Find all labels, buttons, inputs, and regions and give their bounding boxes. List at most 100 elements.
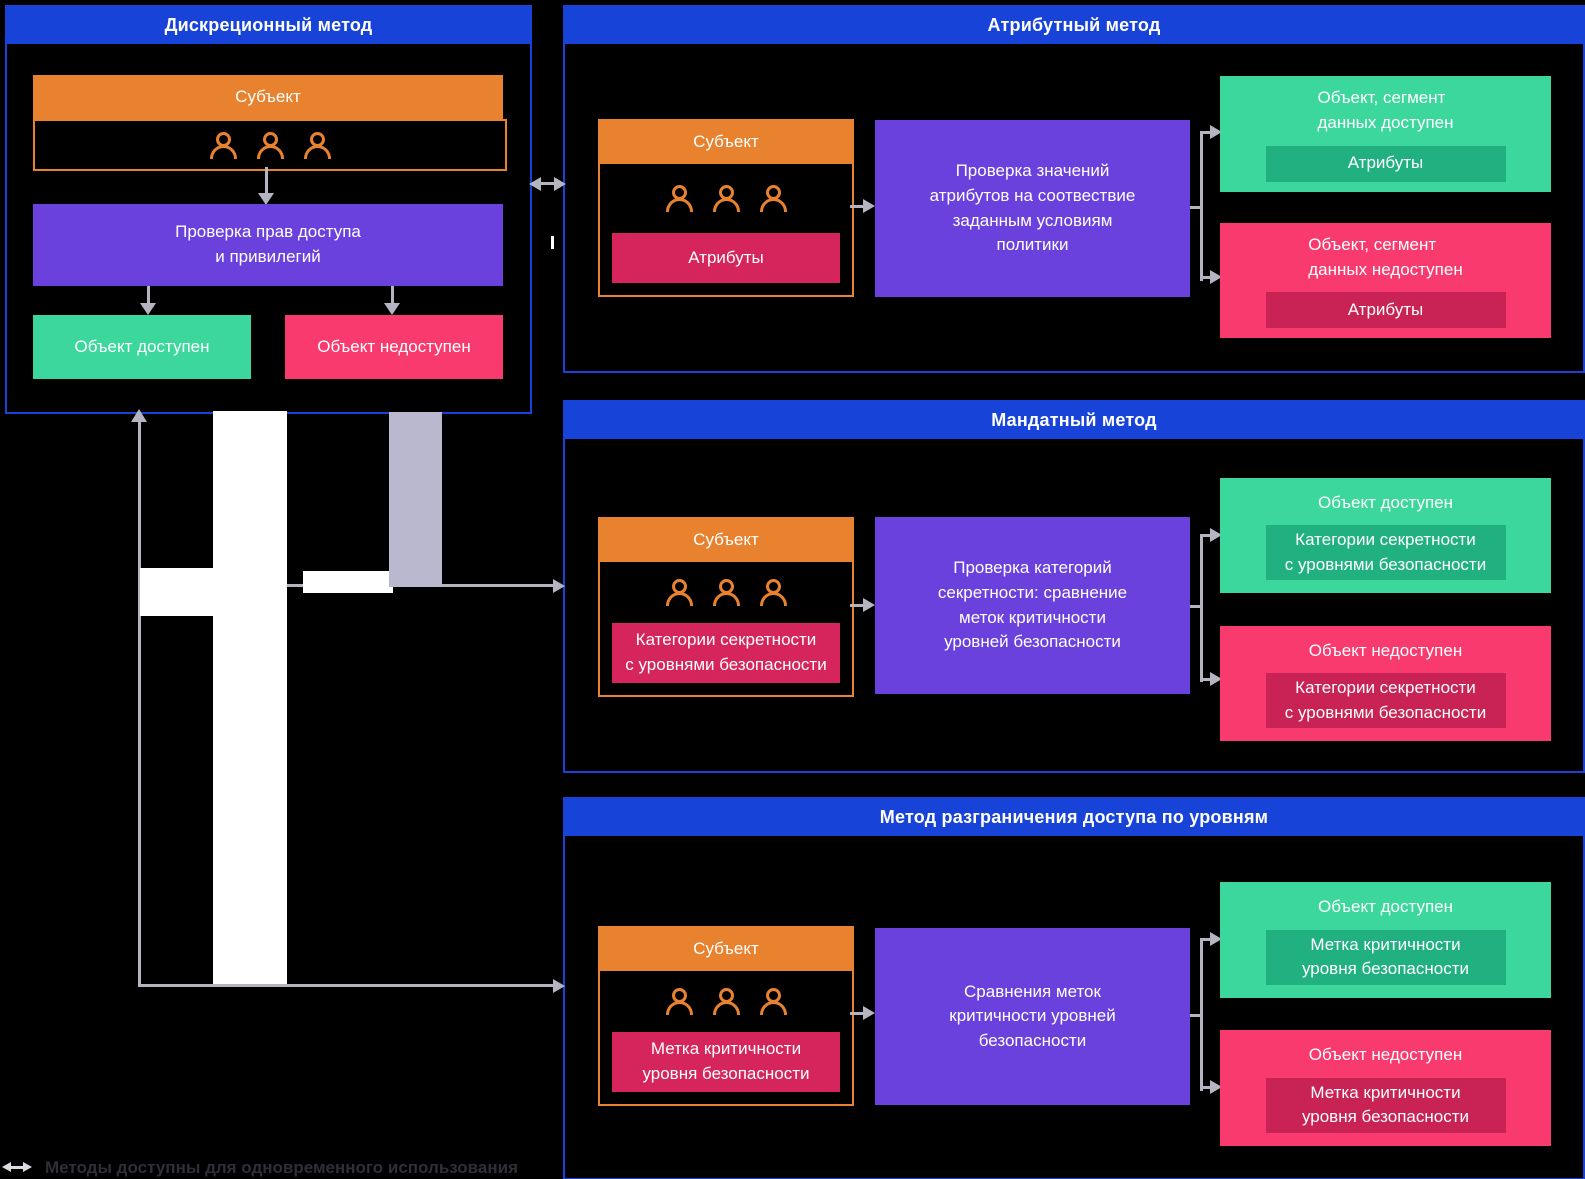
branch-vertical-line <box>1200 938 1203 1091</box>
lavender-connector-bar <box>389 412 442 587</box>
white-tick <box>551 236 554 249</box>
branch-stub-line <box>1190 605 1203 608</box>
legend-label: Методы доступны для одновременного испол… <box>45 1158 519 1177</box>
branch-stub-line <box>1190 1014 1203 1017</box>
attribute-granted-box: Объект, сегмент данных доступен Атрибуты <box>1220 76 1551 192</box>
mandatory-subject-tag: Категории секретности с уровнями безопас… <box>612 623 840 683</box>
mandatory-denied-tag: Категории секретности с уровнями безопас… <box>1265 673 1506 729</box>
branch-arrow-top <box>1200 131 1212 134</box>
right-arrow-head-icon <box>1210 932 1222 946</box>
mandatory-subject-box: Субъект Категории секретности с уровнями… <box>598 517 854 697</box>
levels-subject-icons <box>600 971 852 1032</box>
right-arrow-head-icon <box>554 177 566 191</box>
down-arrow-head-icon <box>258 193 274 205</box>
levels-granted-tag: Метка критичности уровня безопасности <box>1265 929 1506 985</box>
bottom-connector-line <box>138 984 554 987</box>
branch-arrow-top <box>1200 534 1212 537</box>
down-arrow-head-icon <box>140 303 156 315</box>
attribute-denied-box: Объект, сегмент данных недоступен Атрибу… <box>1220 223 1551 338</box>
panel-mandatory-title: Мандатный метод <box>991 410 1157 430</box>
mandatory-subject-title: Субъект <box>693 530 759 550</box>
mandatory-granted-title: Объект доступен <box>1317 492 1453 512</box>
attribute-subject-header: Субъект <box>600 121 852 164</box>
right-arrow <box>850 604 866 607</box>
discretionary-denied-title: Объект недоступен <box>317 336 471 356</box>
up-arrow-head-icon <box>131 409 147 422</box>
white-connector-band <box>140 568 213 616</box>
branch-arrow-bottom <box>1200 678 1212 681</box>
attribute-subject-tag: Атрибуты <box>612 233 840 283</box>
person-icon <box>711 579 741 606</box>
person-icon <box>758 185 788 212</box>
attribute-granted-tag-text: Атрибуты <box>1347 153 1424 173</box>
panel-discretionary-header: Дискреционный метод <box>7 7 530 44</box>
panel-mandatory-header: Мандатный метод <box>565 402 1583 439</box>
levels-denied-tag-text: Метка критичности уровня безопасности <box>1301 1082 1470 1127</box>
branch-arrow-bottom <box>1200 276 1212 279</box>
levels-process-text: Сравнения меток критичности уровней безо… <box>949 981 1116 1050</box>
legend-arrow-left-icon <box>2 1162 11 1172</box>
levels-granted-title: Объект доступен <box>1317 897 1453 917</box>
panel-mandatory: Мандатный метод Субъект Категории секрет… <box>563 400 1585 773</box>
discretionary-process-text: Проверка прав доступа и привилегий <box>175 222 361 266</box>
white-connector-bar <box>213 411 287 984</box>
right-arrow-head-icon <box>863 1006 875 1020</box>
person-icon <box>664 988 694 1015</box>
panel-levels-header: Метод разграничения доступа по уровням <box>565 799 1583 836</box>
right-arrow-head-icon <box>1210 1080 1222 1094</box>
mandatory-denied-box: Объект недоступен Категории секретности … <box>1220 626 1551 741</box>
down-arrow <box>391 286 394 304</box>
panel-attribute: Атрибутный метод Субъект Атрибуты Провер… <box>563 5 1585 373</box>
mandatory-process-box: Проверка категорий секретности: сравнени… <box>875 517 1190 694</box>
panel-discretionary: Дискреционный метод Субъект Проверка пра… <box>5 5 532 414</box>
levels-subject-title: Субъект <box>693 939 759 959</box>
branch-vertical-line <box>1200 131 1203 281</box>
attribute-subject-title: Субъект <box>693 132 759 152</box>
discretionary-subject-body <box>33 119 507 171</box>
branch-arrow-top <box>1200 938 1212 941</box>
mandatory-denied-tag-text: Категории секретности с уровнями безопас… <box>1284 678 1487 722</box>
right-arrow-head-icon <box>553 979 565 993</box>
right-arrow-head-icon <box>1210 125 1222 139</box>
panel-levels-title: Метод разграничения доступа по уровням <box>879 807 1269 827</box>
panel-attribute-title: Атрибутный метод <box>987 15 1161 35</box>
legend-double-arrow-icon <box>9 1166 25 1169</box>
right-arrow <box>850 1012 866 1015</box>
right-arrow <box>850 205 866 208</box>
levels-denied-title: Объект недоступен <box>1308 1045 1463 1065</box>
person-icon <box>302 131 332 159</box>
attribute-process-box: Проверка значений атрибутов на соотвеств… <box>875 120 1190 297</box>
discretionary-granted-box: Объект доступен <box>33 315 251 379</box>
left-arrow-head-icon <box>529 177 541 191</box>
down-arrow <box>147 286 150 304</box>
mandatory-subject-header: Субъект <box>600 519 852 562</box>
mandatory-process-text: Проверка категорий секретности: сравнени… <box>937 558 1128 652</box>
attribute-process-text: Проверка значений атрибутов на соотвеств… <box>929 161 1136 255</box>
attribute-denied-tag-text: Атрибуты <box>1347 299 1424 319</box>
attribute-granted-title: Объект, сегмент данных доступен <box>1317 88 1454 132</box>
discretionary-subject-title: Субъект <box>235 86 301 106</box>
mandatory-denied-title: Объект недоступен <box>1308 640 1463 660</box>
right-arrow-head-icon <box>553 579 565 593</box>
legend-arrow-right-icon <box>23 1162 32 1172</box>
mandatory-granted-tag: Категории секретности с уровнями безопас… <box>1265 525 1506 581</box>
branch-stub-line <box>1190 206 1203 209</box>
levels-process-box: Сравнения меток критичности уровней безо… <box>875 928 1190 1105</box>
levels-granted-tag-text: Метка критичности уровня безопасности <box>1301 934 1470 979</box>
up-arrow-line <box>138 421 141 987</box>
discretionary-process-box: Проверка прав доступа и привилегий <box>33 204 503 286</box>
attribute-denied-tag: Атрибуты <box>1265 292 1506 329</box>
mandatory-granted-tag-text: Категории секретности с уровнями безопас… <box>1284 530 1487 574</box>
attribute-denied-title: Объект, сегмент данных недоступен <box>1308 234 1463 279</box>
levels-subject-header: Субъект <box>600 928 852 971</box>
attribute-granted-tag: Атрибуты <box>1265 145 1506 182</box>
attribute-subject-tag-text: Атрибуты <box>688 247 764 267</box>
mandatory-subject-icons <box>600 562 852 623</box>
panel-discretionary-title: Дискреционный метод <box>164 15 373 35</box>
person-icon <box>711 185 741 212</box>
levels-subject-box: Субъект Метка критичности уровня безопас… <box>598 926 854 1106</box>
mandatory-subject-tag-text: Категории секретности с уровнями безопас… <box>625 630 827 674</box>
person-icon <box>255 131 285 159</box>
discretionary-granted-title: Объект доступен <box>74 336 210 356</box>
person-icon <box>208 131 238 159</box>
